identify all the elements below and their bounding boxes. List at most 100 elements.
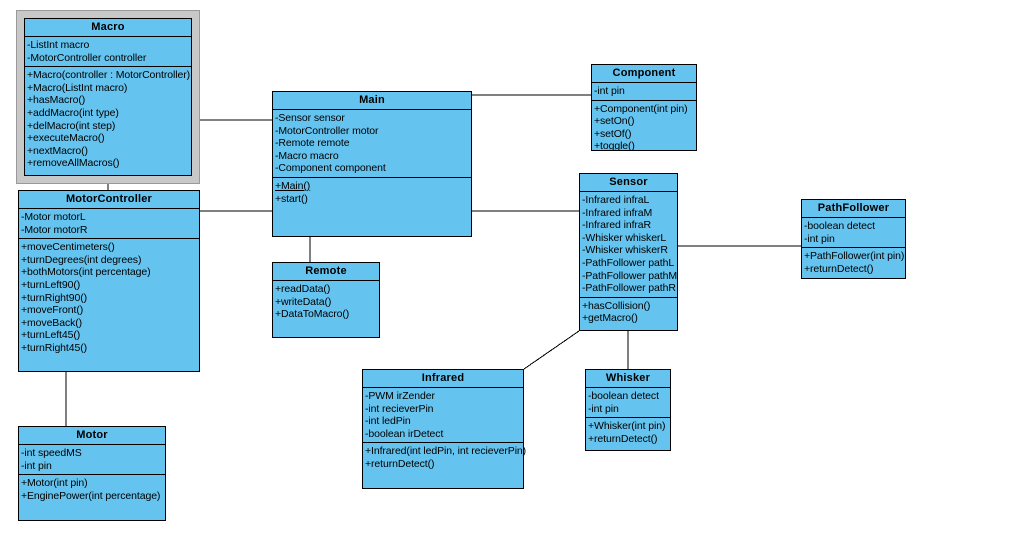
motorcontroller-method-item: +turnLeft90() (21, 278, 81, 291)
motorcontroller-methods-compartment: +moveCentimeters()+turnDegrees(int degre… (19, 239, 199, 356)
macro-method-item: +removeAllMacros() (27, 157, 120, 170)
main-methods-compartment: +Main()+start() (273, 178, 471, 207)
class-name-motorcontroller: MotorController (19, 191, 199, 209)
class-name-whisker: Whisker (586, 370, 670, 388)
class-box-component[interactable]: Component-int pin+Component(int pin)+set… (591, 64, 697, 152)
class-name-main: Main (273, 92, 471, 110)
macro-method-item: +Macro(ListInt macro) (27, 81, 128, 94)
motorcontroller-attributes-compartment: -Motor motorL-Motor motorR (19, 209, 199, 240)
sensor-attribute-item: -PathFollower pathR (582, 282, 676, 295)
sensor-attribute-item: -PathFollower pathL (582, 256, 675, 269)
infrared-methods-compartment: +Infrared(int ledPin, int recieverPin)+r… (363, 443, 527, 472)
motor-method-item: +EnginePower(int percentage) (21, 489, 161, 502)
macro-attribute-item: -ListInt macro (27, 39, 90, 51)
component-attribute-item: -int pin (594, 85, 625, 97)
main-attribute-item: -MotorController motor (275, 124, 379, 137)
macro-method-item: +nextMacro() (27, 144, 88, 157)
remote-method-item: +DataToMacro() (275, 308, 350, 321)
main-method-item: +Main() (275, 179, 311, 192)
pathfollower-methods-compartment: +PathFollower(int pin)+returnDetect() (802, 248, 905, 277)
sensor-attribute-item: -Infrared infraM (582, 206, 653, 219)
infrared-method-item: +returnDetect() (365, 457, 435, 470)
motor-attributes-compartment: -int speedMS-int pin (19, 445, 165, 476)
motorcontroller-method-item: +turnLeft45() (21, 329, 81, 342)
component-method-item: +toggle() (594, 140, 635, 153)
class-box-infrared[interactable]: Infrared-PWM irZender-int recieverPin-in… (362, 369, 527, 489)
sensor-attribute-item: -Whisker whiskerR (582, 244, 668, 257)
main-attribute-item: -Remote remote (275, 137, 350, 150)
component-attributes-compartment: -int pin (592, 83, 696, 101)
macro-methods-compartment: +Macro(controller : MotorController)+Mac… (25, 67, 191, 172)
component-methods-compartment: +Component(int pin)+setOn()+setOf()+togg… (592, 101, 696, 155)
whisker-attribute-item: -boolean detect (588, 390, 659, 402)
motorcontroller-method-item: +bothMotors(int percentage) (21, 266, 151, 279)
pathfollower-attribute-item: -boolean detect (804, 220, 875, 232)
motorcontroller-method-item: +moveCentimeters() (21, 241, 115, 254)
class-name-sensor: Sensor (580, 174, 677, 192)
class-box-motor[interactable]: Motor-int speedMS-int pin+Motor(int pin)… (18, 426, 166, 521)
class-box-pathfollower[interactable]: PathFollower-boolean detect-int pin+Path… (801, 199, 906, 279)
class-name-macro: Macro (25, 19, 191, 37)
motor-method-item: +Motor(int pin) (21, 477, 88, 490)
motorcontroller-attribute-item: -Motor motorL (21, 211, 86, 223)
macro-method-item: +hasMacro() (27, 94, 86, 107)
class-name-component: Component (592, 65, 696, 83)
sensor-methods-compartment: +hasCollision()+getMacro() (580, 298, 677, 327)
whisker-attributes-compartment: -boolean detect-int pin (586, 388, 670, 419)
class-box-motorcontroller[interactable]: MotorController-Motor motorL-Motor motor… (18, 190, 200, 372)
class-name-infrared: Infrared (363, 370, 523, 388)
motor-methods-compartment: +Motor(int pin)+EnginePower(int percenta… (19, 475, 165, 504)
main-method-item: +start() (275, 192, 308, 205)
macro-attribute-item: -MotorController controller (27, 51, 147, 64)
association-sensor-infrared[interactable] (523, 330, 580, 370)
component-method-item: +setOn() (594, 115, 635, 128)
motor-attribute-item: -int speedMS (21, 447, 82, 459)
pathfollower-attribute-item: -int pin (804, 232, 835, 245)
sensor-attribute-item: -Infrared infraR (582, 219, 652, 232)
macro-attributes-compartment: -ListInt macro-MotorController controlle… (25, 37, 191, 68)
remote-method-item: +readData() (275, 283, 331, 295)
infrared-attributes-compartment: -PWM irZender-int recieverPin-int ledPin… (363, 388, 523, 444)
infrared-attribute-item: -boolean irDetect (365, 427, 444, 440)
main-attribute-item: -Sensor sensor (275, 112, 345, 124)
class-name-remote: Remote (273, 263, 379, 281)
class-box-main[interactable]: Main-Sensor sensor-MotorController motor… (272, 91, 472, 237)
sensor-attributes-compartment: -Infrared infraL-Infrared infraM-Infrare… (580, 192, 677, 298)
pathfollower-attributes-compartment: -boolean detect-int pin (802, 218, 905, 249)
main-attributes-compartment: -Sensor sensor-MotorController motor-Rem… (273, 110, 471, 178)
main-attribute-item: -Component component (275, 162, 386, 175)
infrared-attribute-item: -PWM irZender (365, 390, 435, 402)
motorcontroller-method-item: +moveBack() (21, 316, 83, 329)
infrared-method-item: +Infrared(int ledPin, int recieverPin) (365, 445, 527, 458)
class-box-sensor[interactable]: Sensor-Infrared infraL-Infrared infraM-I… (579, 173, 678, 331)
motorcontroller-attribute-item: -Motor motorR (21, 223, 88, 236)
component-method-item: +setOf() (594, 127, 632, 140)
main-attribute-item: -Macro macro (275, 149, 339, 162)
remote-method-item: +writeData() (275, 295, 332, 308)
motor-attribute-item: -int pin (21, 459, 52, 472)
whisker-method-item: +Whisker(int pin) (588, 420, 666, 433)
pathfollower-method-item: +PathFollower(int pin) (804, 250, 905, 263)
motorcontroller-method-item: +turnRight45() (21, 341, 88, 354)
whisker-method-item: +returnDetect() (588, 432, 658, 445)
sensor-attribute-item: -Whisker whiskerL (582, 231, 667, 244)
remote-methods-compartment: +readData()+writeData()+DataToMacro() (273, 281, 379, 323)
macro-method-item: +addMacro(int type) (27, 106, 119, 119)
sensor-method-item: +getMacro() (582, 312, 638, 325)
infrared-attribute-item: -int recieverPin (365, 402, 434, 415)
class-box-remote[interactable]: Remote+readData()+writeData()+DataToMacr… (272, 262, 380, 338)
motorcontroller-method-item: +turnDegrees(int degrees) (21, 253, 142, 266)
class-box-whisker[interactable]: Whisker-boolean detect-int pin+Whisker(i… (585, 369, 671, 451)
motorcontroller-method-item: +moveFront() (21, 304, 84, 317)
class-box-macro[interactable]: Macro-ListInt macro-MotorController cont… (24, 18, 192, 176)
macro-method-item: +Macro(controller : MotorController) (27, 69, 190, 82)
sensor-attribute-item: -Infrared infraL (582, 194, 650, 206)
infrared-attribute-item: -int ledPin (365, 415, 411, 428)
class-name-pathfollower: PathFollower (802, 200, 905, 218)
class-name-motor: Motor (19, 427, 165, 445)
whisker-methods-compartment: +Whisker(int pin)+returnDetect() (586, 418, 670, 447)
sensor-method-item: +hasCollision() (582, 299, 651, 312)
component-method-item: +Component(int pin) (594, 102, 688, 115)
sensor-attribute-item: -PathFollower pathM (582, 269, 677, 282)
